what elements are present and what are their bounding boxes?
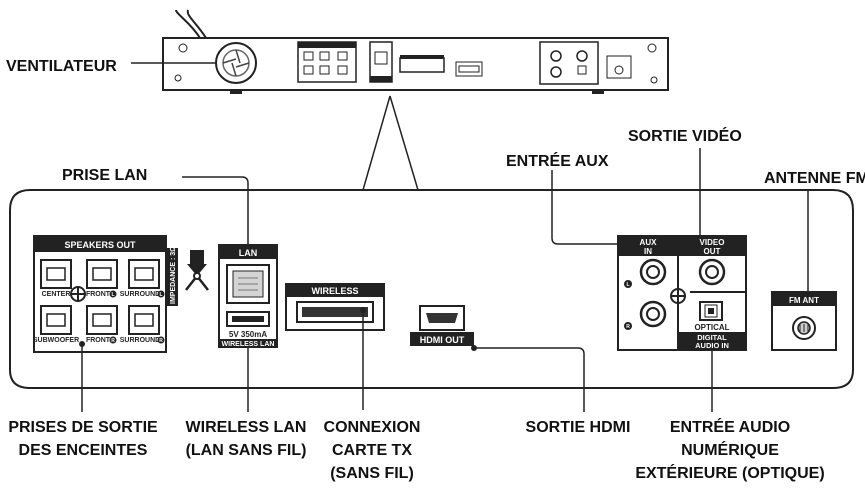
surround-r-label: SURROUND — [120, 337, 160, 344]
speakers-out-title: SPEAKERS OUT — [64, 240, 136, 250]
center-label: CENTER — [42, 291, 71, 298]
wireless-block: WIRELESS — [285, 283, 385, 331]
prise-lan-label: PRISE LAN — [62, 167, 147, 184]
speakers-out-block: SPEAKERS OUT IMPEDANCE : 3Ω CENTER FRONT… — [33, 235, 178, 353]
fm-ant-block: FM ANT — [771, 291, 837, 351]
front-l-label: FRONT — [86, 291, 111, 298]
speaker-terminal-surround-r — [128, 305, 160, 335]
speaker-terminal-front-l — [86, 259, 118, 289]
prises-sortie-line1: PRISES DE SORTIE — [8, 419, 158, 436]
optical-label: OPTICAL — [694, 323, 729, 332]
connexion-line1: CONNEXION — [324, 419, 421, 436]
front-r-label: FRONT — [86, 337, 111, 344]
lan-power-label: 5V 350mA — [229, 330, 267, 339]
entree-audio-line2: NUMÉRIQUE — [681, 440, 779, 459]
ground-plus-icon — [70, 286, 86, 302]
lan-title: LAN — [239, 248, 258, 258]
wireless-lan-line2: (LAN SANS FIL) — [186, 442, 307, 459]
wireless-lan-line1: WIRELESS LAN — [186, 419, 307, 436]
aux-r-marker: R — [626, 324, 630, 330]
entree-audio-line3: EXTÉRIEURE (OPTIQUE) — [635, 463, 824, 482]
antenne-fm-label: ANTENNE FM — [764, 170, 865, 187]
fm-ant-title: FM ANT — [789, 296, 819, 305]
aux-in-line2: IN — [644, 247, 652, 256]
front-l-marker: L — [111, 292, 114, 298]
lan-block: LAN 5V 350mA WIRELESS LAN — [218, 244, 278, 348]
surround-l-marker: L — [159, 292, 162, 298]
av-block: AUX IN VIDEO OUT L R OPTICAL D — [617, 235, 747, 351]
speaker-terminal-front-r — [86, 305, 118, 335]
connexion-line3: (SANS FIL) — [330, 465, 414, 482]
unit-overview — [162, 9, 669, 94]
speaker-terminal-surround-l — [128, 259, 160, 289]
optical-port-icon — [699, 301, 723, 321]
digital-audio-in-line2: AUDIO IN — [695, 341, 729, 350]
antenna-symbol-icon — [185, 250, 209, 291]
subwoofer-label: SUBWOOFER — [33, 337, 79, 344]
video-out-line2: OUT — [704, 247, 721, 256]
speaker-terminal-subwoofer — [40, 305, 72, 335]
video-out-jack-icon — [698, 258, 726, 286]
hdmi-out-title: HDMI OUT — [420, 335, 465, 345]
av-ground-plus-icon — [670, 288, 686, 304]
impedance-label: IMPEDANCE : 3Ω — [170, 246, 177, 304]
aux-in-line1: AUX — [640, 238, 658, 247]
ventilateur-label: VENTILATEUR — [6, 58, 117, 75]
wireless-title: WIRELESS — [311, 286, 358, 296]
speaker-terminal-center — [40, 259, 72, 289]
surround-l-label: SURROUND — [120, 291, 160, 298]
digital-audio-in-line1: DIGITAL — [697, 333, 727, 342]
wireless-lan-panel-label: WIRELESS LAN — [222, 341, 275, 348]
aux-l-jack-icon — [639, 258, 667, 286]
prises-sortie-line2: DES ENCEINTES — [19, 442, 148, 459]
fm-antenna-jack-icon — [792, 316, 816, 340]
tx-card-slot-icon — [296, 301, 374, 323]
front-r-marker: R — [111, 338, 115, 344]
usb-port-icon — [226, 311, 270, 327]
entree-audio-line1: ENTRÉE AUDIO — [670, 417, 790, 436]
hdmi-port-icon — [419, 305, 465, 331]
entree-aux-label: ENTRÉE AUX — [506, 151, 609, 170]
surround-r-marker: R — [159, 338, 163, 344]
connexion-line2: CARTE TX — [332, 442, 412, 459]
video-out-line1: VIDEO — [700, 238, 725, 247]
aux-r-jack-icon — [639, 300, 667, 328]
sortie-video-label: SORTIE VIDÉO — [628, 126, 742, 145]
ethernet-port-icon — [226, 264, 270, 304]
sortie-hdmi-label: SORTIE HDMI — [526, 419, 631, 436]
aux-l-marker: L — [626, 282, 629, 288]
hdmi-block: HDMI OUT — [410, 305, 474, 346]
